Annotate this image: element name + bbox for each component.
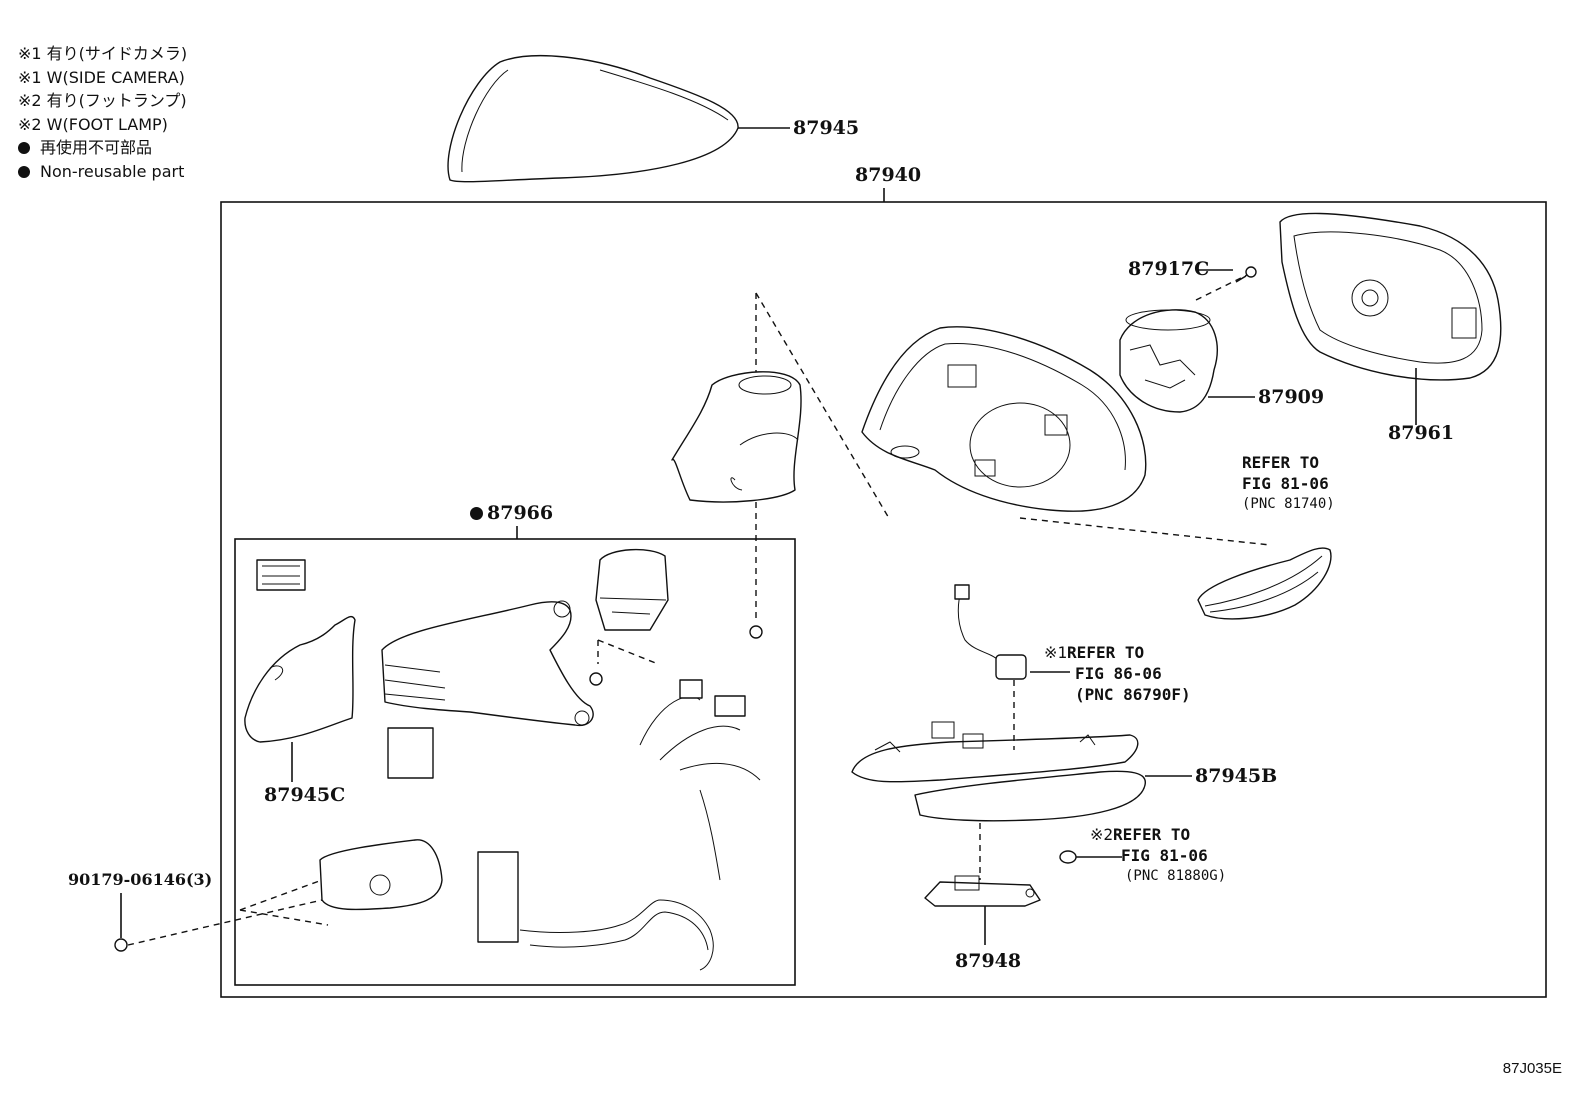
part-label-87909: 87909 bbox=[1258, 386, 1325, 408]
part-label-87945c: 87945C bbox=[264, 784, 346, 806]
nonreusable-dot-icon bbox=[18, 165, 30, 178]
legend-nonreusable-en: Non-reusable part bbox=[18, 160, 187, 184]
legend-note2-jp: ※2 有り(フットランプ) bbox=[18, 91, 187, 111]
wire-harness-part bbox=[477, 679, 761, 971]
legend-nonreusable-jp: 再使用不可部品 bbox=[18, 136, 187, 160]
motor-bracket-part bbox=[381, 600, 594, 727]
subassembly-frame bbox=[234, 538, 796, 986]
pad-part bbox=[387, 727, 434, 779]
camera-plate-part bbox=[319, 839, 443, 911]
legend-note1-en: ※1 W(SIDE CAMERA) bbox=[18, 67, 185, 87]
screw-part bbox=[749, 625, 763, 639]
mirror-housing-part bbox=[861, 326, 1147, 512]
nonreusable-dot-icon bbox=[470, 507, 483, 520]
legend: ※1 有り(サイドカメラ) ※1 W(SIDE CAMERA) ※2 有り(フッ… bbox=[18, 42, 187, 184]
connector-part bbox=[256, 559, 306, 591]
turn-signal-lens-part bbox=[1197, 547, 1332, 620]
small-screw-part bbox=[589, 672, 603, 686]
legend-note1-jp: ※1 有り(サイドカメラ) bbox=[18, 44, 188, 63]
foot-lamp-reference: ※2REFER TO FIG 81-06 (PNC 81880G) bbox=[1090, 825, 1227, 884]
clip-90179-part bbox=[114, 938, 128, 952]
mirror-cover-part bbox=[447, 55, 739, 183]
part-label-90179-06146: 90179-06146(3) bbox=[68, 870, 213, 889]
part-label-87945b: 87945B bbox=[1195, 765, 1278, 787]
screw-87917c-part bbox=[1235, 266, 1257, 283]
part-label-87945: 87945 bbox=[793, 117, 860, 139]
fold-motor-part bbox=[595, 548, 669, 631]
side-camera-reference: ※1REFER TO FIG 86-06 (PNC 86790F) bbox=[1044, 643, 1191, 704]
part-label-87966: 87966 bbox=[470, 504, 553, 523]
base-cover-part bbox=[671, 371, 802, 503]
figure-id: 87J035E bbox=[1502, 1060, 1562, 1077]
foot-lamp-bulb-part bbox=[1059, 850, 1077, 864]
part-label-87948: 87948 bbox=[955, 950, 1022, 972]
side-camera-part bbox=[954, 584, 1027, 680]
part-label-87940: 87940 bbox=[855, 164, 922, 186]
nonreusable-dot-icon bbox=[18, 142, 30, 155]
turn-signal-reference: REFER TO FIG 81-06 (PNC 81740) bbox=[1242, 453, 1335, 512]
foot-lamp-part bbox=[924, 875, 1041, 907]
mirror-glass-part bbox=[1279, 212, 1502, 381]
part-label-87961: 87961 bbox=[1388, 422, 1455, 444]
legend-note2-en: ※2 W(FOOT LAMP) bbox=[18, 114, 168, 134]
part-label-87917c: 87917C bbox=[1128, 258, 1210, 280]
inner-cover-87945c-part bbox=[244, 616, 356, 743]
lower-cover-part bbox=[851, 721, 1146, 822]
mirror-actuator-part bbox=[1119, 309, 1218, 413]
